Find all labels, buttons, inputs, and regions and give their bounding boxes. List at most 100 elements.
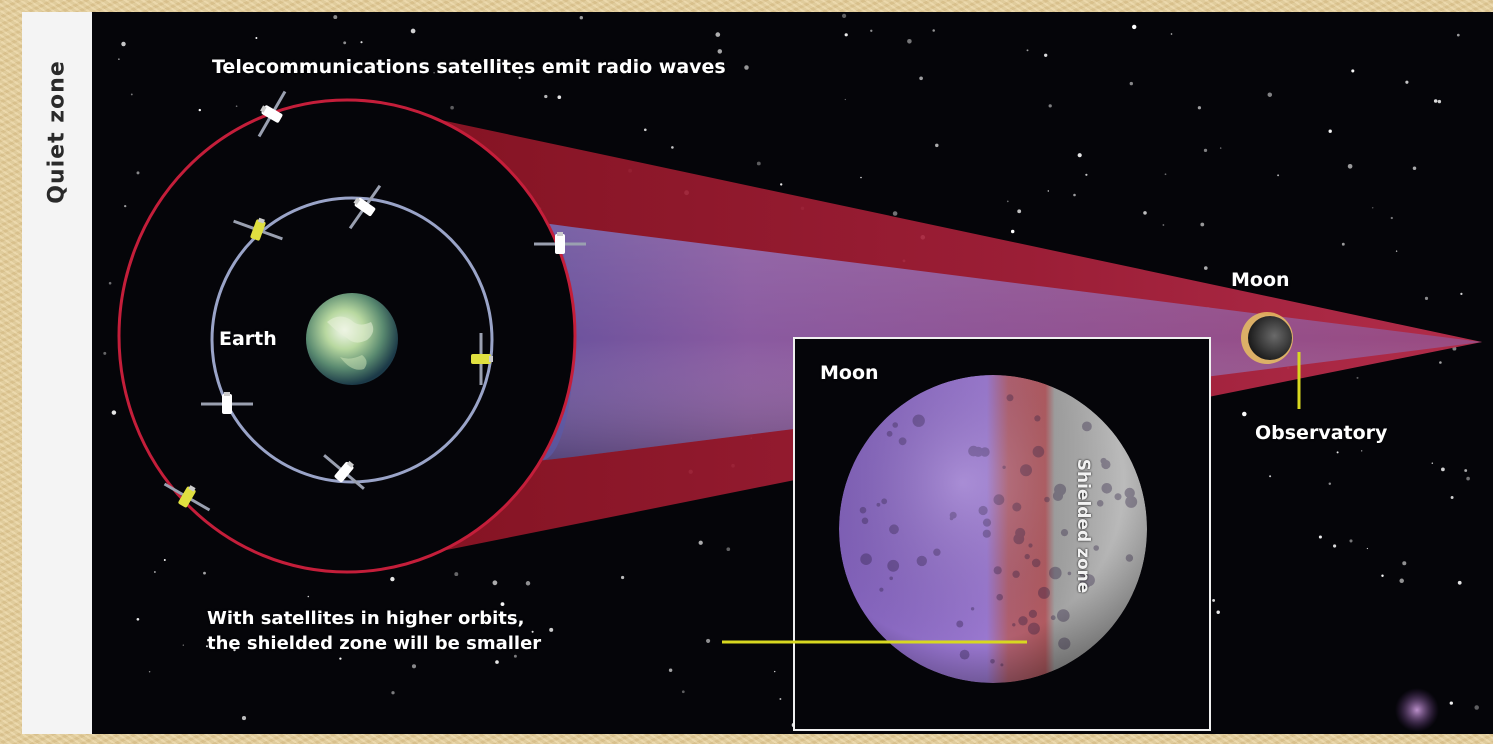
earth-icon (306, 293, 398, 385)
star (1333, 544, 1337, 548)
star (525, 581, 531, 586)
star (681, 690, 685, 694)
star (124, 204, 127, 208)
star (1047, 190, 1050, 192)
moon-label: Moon (1231, 269, 1290, 291)
star (500, 602, 505, 607)
star (1349, 539, 1353, 543)
star (643, 128, 647, 132)
star (1162, 224, 1165, 226)
star (121, 41, 126, 47)
star (1269, 475, 1272, 478)
star (1006, 200, 1009, 203)
star (1412, 166, 1417, 170)
note-line-1: With satellites in higher orbits, (207, 608, 525, 629)
higher-orbits-note: With satellites in higher orbits, the sh… (207, 606, 667, 656)
star (103, 351, 107, 355)
star (1170, 33, 1173, 35)
shielded-zone-label: Shielded zone (1073, 458, 1093, 594)
star (1143, 211, 1147, 215)
moon-icon (1241, 312, 1293, 364)
star (411, 664, 417, 669)
inset-moon-label: Moon (820, 362, 879, 384)
star (1433, 99, 1438, 103)
star (1381, 574, 1384, 578)
star (1073, 193, 1076, 197)
star (333, 15, 338, 20)
star (1399, 578, 1404, 584)
star (1390, 216, 1393, 220)
star (1366, 547, 1369, 550)
star (1450, 496, 1454, 499)
star (1466, 476, 1470, 481)
space-scene (103, 13, 1482, 732)
star (1132, 24, 1137, 30)
satellites (163, 90, 586, 512)
telecom-satellites-label: Telecommunications satellites emit radio… (212, 56, 726, 78)
star (1212, 598, 1216, 602)
star (118, 58, 120, 60)
star (1129, 81, 1133, 86)
star (1336, 451, 1339, 454)
star (136, 171, 140, 175)
star (1204, 266, 1208, 270)
star (780, 183, 783, 186)
star (1341, 242, 1345, 246)
star (1441, 467, 1445, 472)
star (671, 146, 674, 149)
satellite-icon (163, 482, 211, 512)
star (774, 670, 776, 673)
satellite-icon (323, 454, 365, 490)
star (717, 49, 723, 54)
star (1439, 361, 1442, 364)
star (932, 29, 935, 32)
star (198, 108, 201, 112)
star (1017, 209, 1022, 214)
star (1449, 701, 1453, 705)
star (495, 660, 499, 664)
star (844, 33, 848, 37)
star (1044, 53, 1048, 57)
star (1203, 148, 1208, 153)
diagram-panel: Quiet zone (22, 12, 1493, 734)
star (111, 410, 117, 415)
star (919, 76, 923, 81)
satellite-icon (257, 90, 287, 138)
star (1328, 129, 1332, 133)
star (1347, 163, 1353, 169)
star (726, 547, 731, 552)
star (1405, 80, 1409, 84)
star (870, 29, 873, 32)
star (860, 176, 862, 179)
star (1361, 450, 1363, 452)
star (706, 638, 711, 643)
star (1474, 705, 1479, 710)
star (1216, 610, 1220, 615)
star (233, 648, 236, 652)
star (1048, 104, 1052, 108)
star (1457, 580, 1462, 585)
star (154, 571, 156, 573)
satellite-icon (201, 392, 253, 414)
quiet-zone-strip: Quiet zone (22, 12, 92, 734)
inner-orbit (210, 196, 494, 484)
star (108, 281, 112, 285)
star (360, 41, 363, 44)
star (531, 630, 534, 633)
star (484, 619, 487, 622)
star (391, 691, 395, 695)
star (1164, 173, 1167, 176)
observatory-label: Observatory (1255, 422, 1388, 444)
star (1328, 482, 1332, 485)
star (205, 645, 209, 648)
star (410, 28, 416, 34)
star (163, 559, 166, 561)
star (433, 71, 435, 74)
star (355, 64, 358, 68)
star (235, 105, 238, 108)
star (544, 94, 548, 99)
star (1085, 173, 1088, 176)
star (557, 95, 562, 100)
satellite-icon (471, 333, 493, 385)
